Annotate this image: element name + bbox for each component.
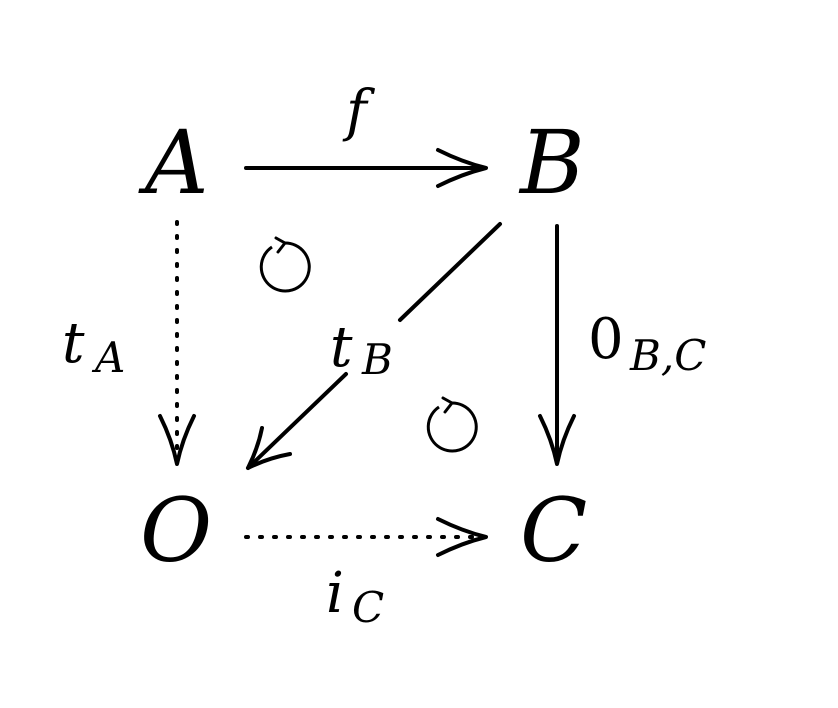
- node-o: O: [140, 479, 212, 582]
- arrow-t-b: [246, 222, 502, 470]
- label-f: f: [342, 79, 376, 144]
- arrow-t-a: [158, 220, 196, 466]
- node-b: B: [518, 111, 585, 214]
- label-i-c-main: i: [326, 561, 344, 626]
- commute-icon-lower: [426, 396, 478, 453]
- arrow-zero-b-c: [538, 224, 576, 466]
- label-zero-sub: B,C: [629, 331, 706, 380]
- label-zero-main: 0: [588, 307, 624, 372]
- label-i-c-sub: C: [352, 583, 384, 632]
- label-t-b: t B: [330, 315, 393, 384]
- arrow-i-c: [244, 517, 488, 557]
- arrow-f: [244, 148, 488, 188]
- label-t-b-sub: B: [361, 335, 393, 384]
- label-zero-b-c: 0 B,C: [588, 307, 706, 380]
- label-i-c: i C: [326, 561, 384, 632]
- label-t-a-sub: A: [91, 333, 125, 382]
- commute-icon-upper: [259, 236, 311, 293]
- label-t-b-main: t: [330, 315, 353, 380]
- label-t-a-main: t: [62, 311, 85, 376]
- node-c: C: [520, 479, 587, 582]
- label-t-a: t A: [62, 311, 125, 382]
- node-a: A: [138, 111, 209, 214]
